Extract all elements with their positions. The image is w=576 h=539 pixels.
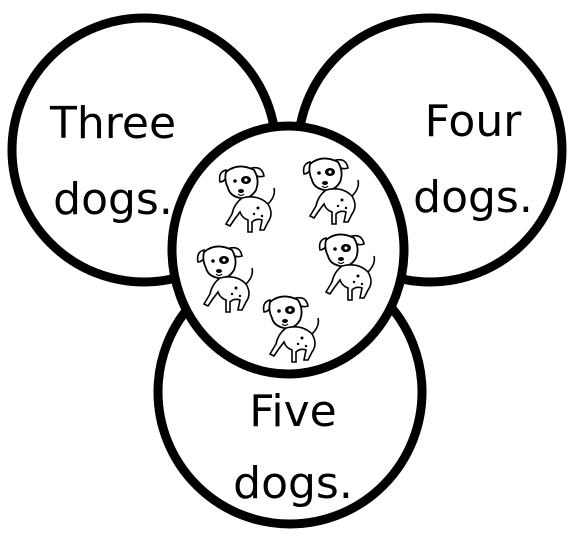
label-five-line1: Five [228, 390, 358, 434]
label-three-line1: Three [48, 102, 178, 146]
label-five-line2: dogs. [228, 462, 358, 506]
label-four-line2: dogs. [408, 176, 538, 220]
label-four-line1: Four [408, 100, 538, 144]
label-three-line2: dogs. [48, 178, 178, 222]
